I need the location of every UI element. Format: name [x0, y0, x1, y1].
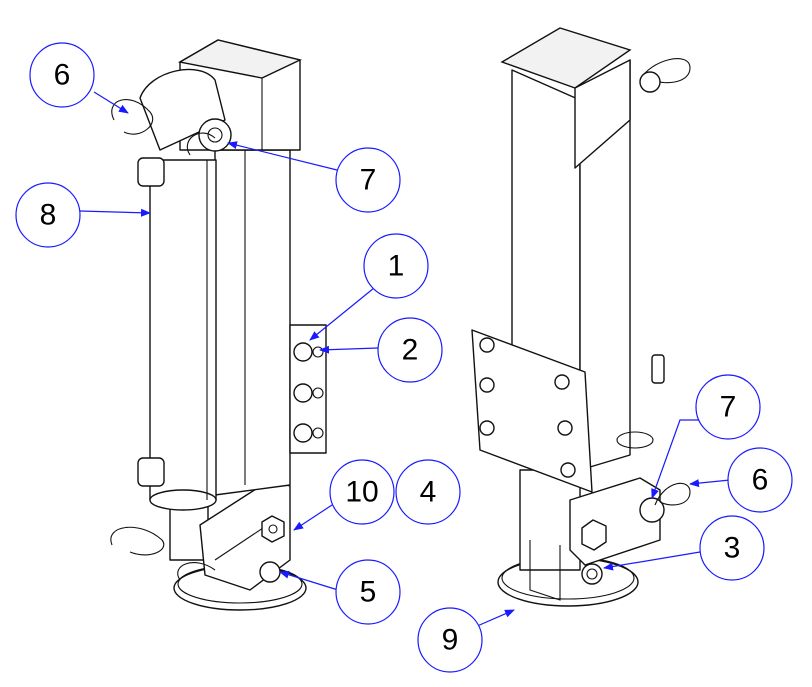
- callout-5: 5: [335, 559, 401, 625]
- left-mount-plate: [289, 324, 327, 454]
- callout-3-label: 3: [724, 532, 741, 565]
- callout-6-left-label: 6: [54, 59, 71, 92]
- left-bottom-clip-2: [177, 562, 216, 581]
- right-jack: [471, 27, 691, 607]
- leader-7-right: [651, 419, 705, 499]
- callout-1: 1: [363, 233, 429, 299]
- callout-7-right-label: 7: [720, 391, 737, 424]
- callout-2-label: 2: [402, 334, 419, 367]
- callout-6-right: 6: [727, 447, 793, 513]
- left-jack: [110, 39, 327, 611]
- callout-7-left: 7: [335, 147, 401, 213]
- callout-8-label: 8: [40, 199, 57, 232]
- callout-3: 3: [699, 515, 765, 581]
- left-clip-6: [111, 99, 153, 135]
- right-clip-6: [654, 482, 691, 506]
- callout-7-left-label: 7: [360, 164, 377, 197]
- left-top-yoke: [111, 68, 232, 156]
- leader-1: [309, 287, 375, 341]
- callout-9: 9: [417, 607, 483, 673]
- leader-3: [603, 551, 701, 571]
- callout-leaders: [79, 91, 731, 628]
- callout-4-label: 4: [420, 476, 437, 509]
- left-bolt-5: [259, 561, 281, 583]
- right-mount-plate: [471, 329, 593, 493]
- leader-7-left: [227, 141, 338, 171]
- left-side-cylinder: [137, 157, 217, 511]
- leader-5: [279, 570, 339, 591]
- callout-5-label: 5: [360, 576, 377, 609]
- leader-2: [319, 345, 379, 354]
- callout-10-label: 10: [345, 476, 378, 509]
- left-hex-nut-10: [261, 515, 285, 543]
- callout-2: 2: [377, 317, 443, 383]
- right-top-pin: [639, 71, 661, 93]
- callout-7-right: 7: [695, 374, 761, 440]
- left-cylinder-cap-bottom: [137, 457, 165, 487]
- right-top-cap: [500, 27, 632, 89]
- leader-8: [79, 208, 151, 217]
- left-cylinder-cap-top: [137, 157, 165, 187]
- callout-6-left: 6: [29, 42, 95, 108]
- leader-10: [293, 504, 333, 531]
- callout-8: 8: [15, 182, 81, 248]
- right-hex-head: [581, 519, 607, 551]
- left-pin-7: [198, 118, 232, 152]
- left-top-cap: [178, 39, 303, 79]
- leader-9: [474, 609, 515, 628]
- callout-6-right-label: 6: [752, 464, 769, 497]
- callout-4: 4: [395, 459, 461, 525]
- right-top-clip: [639, 58, 691, 84]
- callout-9-label: 9: [442, 624, 459, 657]
- callout-1-label: 1: [388, 250, 405, 283]
- leader-6-right: [689, 479, 731, 488]
- right-bottom-bracket: [569, 477, 691, 585]
- leader-6-left: [93, 91, 129, 114]
- right-bolt-3: [581, 563, 603, 585]
- callout-10: 10: [329, 459, 395, 525]
- left-bottom-clip: [110, 526, 165, 556]
